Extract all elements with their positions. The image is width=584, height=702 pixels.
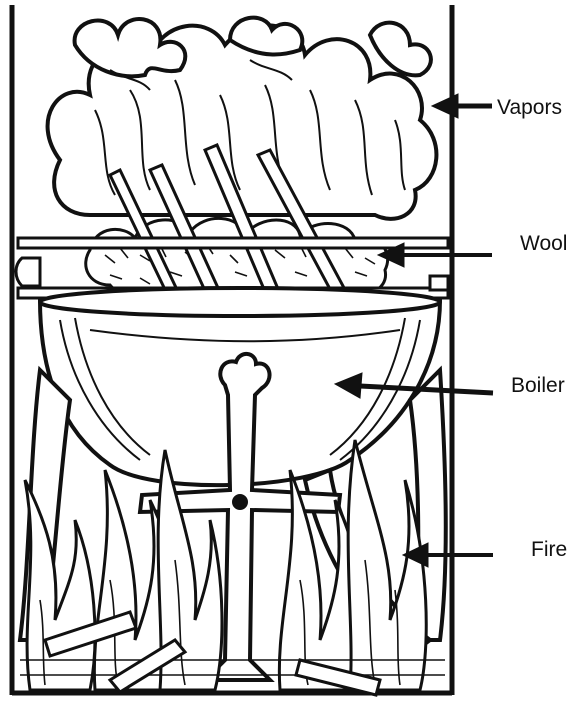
wool-label: Wool [520,233,567,254]
vapors-arrow [432,94,492,118]
fire-label: Fire [531,539,567,560]
vapor-clouds [48,18,437,219]
vapors-label: Vapors [497,97,562,118]
boiler-label: Boiler [511,375,565,396]
